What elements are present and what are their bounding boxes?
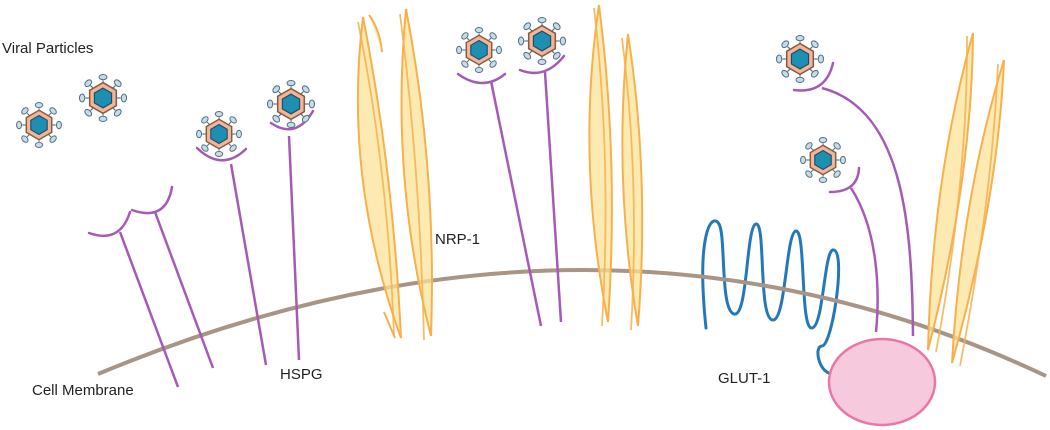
receptor-stalk: [821, 86, 915, 337]
receptor-stalk: [229, 163, 268, 366]
viral-particle: [195, 110, 243, 158]
viral-particle: [799, 136, 847, 184]
glut1-cytoplasmic-domain: [827, 337, 937, 427]
receptor-stalk: [153, 211, 215, 369]
cell-membrane-arc: [97, 268, 1047, 378]
viral-particle: [455, 26, 503, 74]
glut1-label: GLUT-1: [718, 370, 771, 387]
receptor-cup: [792, 61, 835, 92]
receptor-cup: [518, 54, 566, 75]
glut1-transporter: [701, 219, 937, 427]
receptor-stalk: [543, 71, 563, 323]
viral-particle: [78, 73, 128, 123]
viral-particle: [266, 79, 316, 129]
receptor-stalk: [287, 135, 301, 361]
receptor-stalk: [489, 80, 543, 327]
nrp1-spindle: [927, 32, 974, 351]
receptor-cup: [828, 166, 861, 194]
hspg-label: HSPG: [280, 366, 323, 383]
viral-particle: [775, 34, 825, 84]
nrp1-spindle: [951, 59, 1005, 364]
receptor-stalk: [118, 231, 180, 388]
receptor-stalk: [849, 187, 879, 333]
receptor-cup: [195, 146, 248, 162]
glut1-helix-coil: [701, 219, 841, 376]
cell-membrane-label: Cell Membrane: [32, 382, 134, 399]
viral-particles: [15, 16, 847, 184]
nrp1-spindle: [588, 4, 613, 323]
receptor-cup: [456, 72, 507, 85]
nrp1-spindle-fibers: [357, 7, 999, 367]
nrp1-label: NRP-1: [435, 231, 481, 248]
viral-particle: [517, 16, 567, 66]
receptor-stalks: [87, 54, 915, 388]
receptor-cup: [87, 210, 132, 238]
receptor-cup: [130, 185, 174, 215]
nrp1-spindles: [356, 4, 1005, 364]
viral-particle: [15, 101, 63, 149]
receptor-cup: [269, 109, 315, 131]
viral-particles-label: Viral Particles: [2, 40, 94, 57]
